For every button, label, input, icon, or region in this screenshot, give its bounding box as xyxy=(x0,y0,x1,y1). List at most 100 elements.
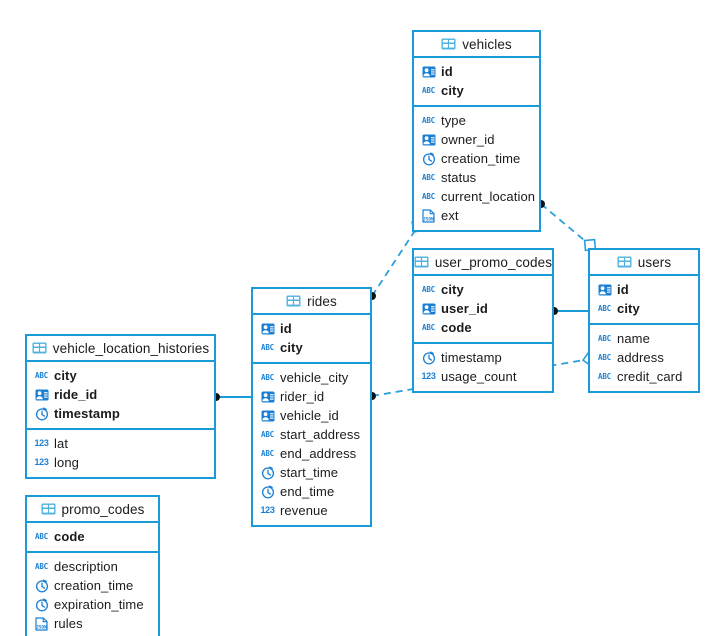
column-row[interactable]: ABC city xyxy=(590,299,698,318)
table-header-user_promo_codes[interactable]: user_promo_codes xyxy=(414,250,552,276)
column-row[interactable]: owner_id xyxy=(414,130,539,149)
key-person-icon xyxy=(421,301,436,316)
column-name: id xyxy=(280,321,292,336)
relationship-user-promo-codes-to-users[interactable] xyxy=(550,307,588,315)
column-name: end_address xyxy=(280,446,357,461)
column-row[interactable]: 123 lat xyxy=(27,434,214,453)
key-person-icon xyxy=(34,387,49,402)
column-row[interactable]: user_id xyxy=(414,299,552,318)
clock-icon xyxy=(421,151,436,166)
column-row[interactable]: end_time xyxy=(253,482,370,501)
relationship-vehicles-to-users[interactable] xyxy=(537,200,597,252)
column-row[interactable]: ride_id xyxy=(27,385,214,404)
abc-icon: ABC xyxy=(422,172,435,182)
column-name: city xyxy=(617,301,640,316)
table-grid-icon xyxy=(32,341,47,356)
column-name: city xyxy=(54,368,77,383)
column-name: description xyxy=(54,559,118,574)
number-icon: 123 xyxy=(34,438,49,448)
table-header-users[interactable]: users xyxy=(590,250,698,276)
column-row[interactable]: rider_id xyxy=(253,387,370,406)
abc-icon: ABC xyxy=(261,448,274,458)
column-row[interactable]: vehicle_id xyxy=(253,406,370,425)
column-name: current_location xyxy=(441,189,536,204)
column-name: start_address xyxy=(280,427,361,442)
column-row[interactable]: timestamp xyxy=(414,348,552,367)
relationship-vehicle-location-histories-to-rides[interactable] xyxy=(212,393,251,401)
json-icon: JSON xyxy=(34,616,49,631)
number-icon: 123 xyxy=(34,457,49,467)
column-name: code xyxy=(441,320,472,335)
abc-icon: ABC xyxy=(261,342,274,352)
column-row[interactable]: creation_time xyxy=(27,576,158,595)
abc-icon: ABC xyxy=(598,303,611,313)
abc-icon: ABC xyxy=(422,115,435,125)
column-name: lat xyxy=(54,436,69,451)
table-header-promo_codes[interactable]: promo_codes xyxy=(27,497,158,523)
table-header-vehicles[interactable]: vehicles xyxy=(414,32,539,58)
column-row[interactable]: id xyxy=(253,319,370,338)
column-name: owner_id xyxy=(441,132,495,147)
column-name: city xyxy=(441,282,464,297)
key-person-icon xyxy=(421,64,436,79)
column-row[interactable]: expiration_time xyxy=(27,595,158,614)
column-row[interactable]: ABC end_address xyxy=(253,444,370,463)
table-header-rides[interactable]: rides xyxy=(253,289,370,315)
column-row[interactable]: ABC start_address xyxy=(253,425,370,444)
column-name: user_id xyxy=(441,301,488,316)
column-row[interactable]: start_time xyxy=(253,463,370,482)
number-icon: 123 xyxy=(421,371,436,381)
key-person-icon xyxy=(260,321,275,336)
svg-text:JSON: JSON xyxy=(36,624,47,630)
table-grid-icon xyxy=(286,294,301,309)
abc-icon: ABC xyxy=(598,352,611,362)
column-name: vehicle_city xyxy=(280,370,349,385)
column-row[interactable]: ABC status xyxy=(414,168,539,187)
table-header-vehicle_location_histories[interactable]: vehicle_location_histories xyxy=(27,336,214,362)
clock-icon xyxy=(421,350,436,365)
column-name: status xyxy=(441,170,477,185)
column-row[interactable]: timestamp xyxy=(27,404,214,423)
column-name: timestamp xyxy=(441,350,502,365)
column-row[interactable]: id xyxy=(414,62,539,81)
column-row[interactable]: id xyxy=(590,280,698,299)
key-person-icon xyxy=(597,282,612,297)
column-name: end_time xyxy=(280,484,335,499)
column-row[interactable]: creation_time xyxy=(414,149,539,168)
clock-icon xyxy=(34,597,49,612)
table-grid-icon xyxy=(41,502,56,517)
table-title: rides xyxy=(307,293,337,309)
json-icon: JSON xyxy=(421,208,436,223)
abc-icon: ABC xyxy=(261,429,274,439)
